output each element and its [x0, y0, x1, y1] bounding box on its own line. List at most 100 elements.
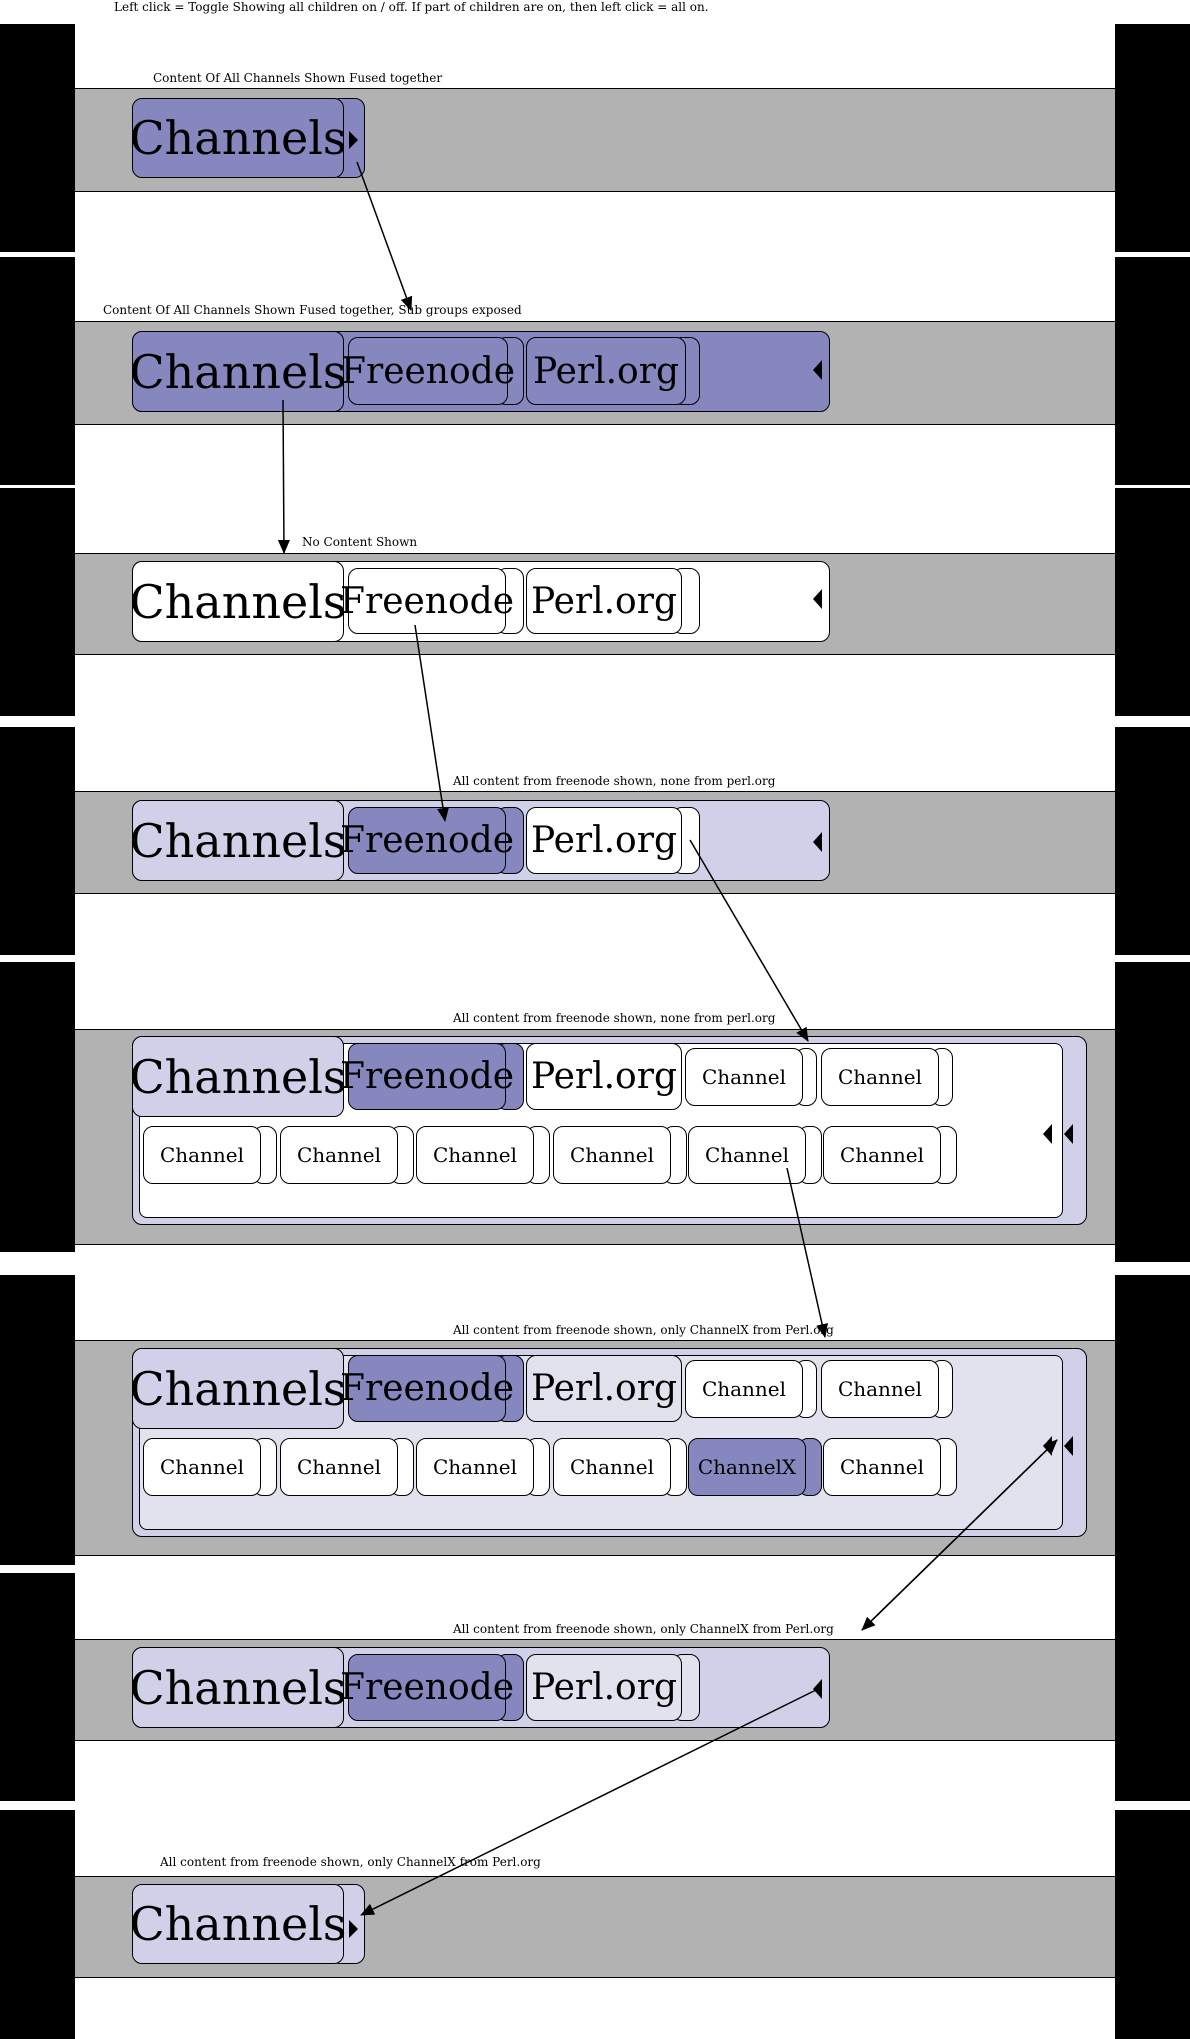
freenode-label: Freenode [340, 820, 515, 861]
side-bar-right-2 [1115, 257, 1190, 485]
root-label: Channels [129, 1361, 347, 1416]
side-bar-left-1 [0, 24, 75, 252]
side-bar-left-2 [0, 257, 75, 485]
root-label: Channels [129, 1660, 347, 1715]
state2-collapse-icon[interactable] [813, 360, 822, 380]
state7-collapse-icon[interactable] [813, 1679, 822, 1699]
channel-label: Channel [837, 1377, 923, 1401]
perl-label: Perl.org [530, 1667, 677, 1708]
state4-collapse-icon[interactable] [813, 832, 822, 852]
state5-root-node[interactable]: Channels [129, 1036, 347, 1117]
perl-label: Perl.org [530, 1368, 677, 1409]
state6-channel-5[interactable]: Channel [416, 1438, 534, 1496]
state3-freenode-node[interactable]: Freenode [340, 568, 514, 634]
state6-freenode-node[interactable]: Freenode [340, 1355, 514, 1422]
side-bar-right-3 [1115, 488, 1190, 716]
state6-root-node[interactable]: Channels [129, 1348, 347, 1429]
channel-label: Channel [704, 1143, 790, 1167]
perl-label: Perl.org [532, 350, 679, 392]
state8-caption: All content from freenode shown, only Ch… [160, 1855, 541, 1869]
root-label: Channels [129, 344, 347, 399]
state5-channel-2[interactable]: Channel [821, 1048, 939, 1106]
state2-root-node[interactable]: Channels [129, 331, 347, 412]
channel-label: Channel [159, 1143, 245, 1167]
state3-collapse-icon[interactable] [813, 589, 822, 609]
side-bar-left-6 [0, 1275, 75, 1565]
channel-label: Channel [569, 1455, 655, 1479]
state2-caption: Content Of All Channels Shown Fused toge… [103, 303, 522, 317]
instructions-text: Left click = Toggle Showing all children… [114, 0, 709, 14]
state3-caption: No Content Shown [302, 535, 418, 549]
side-bar-left-8 [0, 1810, 75, 2039]
state5-perl-node[interactable]: Perl.org [526, 1043, 682, 1110]
state5-channel-3[interactable]: Channel [143, 1126, 261, 1184]
channel-label: Channel [701, 1065, 787, 1089]
state7-freenode-node[interactable]: Freenode [340, 1654, 514, 1721]
state5-freenode-node[interactable]: Freenode [340, 1043, 514, 1110]
state6-perl-collapse-icon[interactable] [1043, 1436, 1052, 1456]
side-bar-left-3 [0, 488, 75, 716]
channel-label: Channel [432, 1455, 518, 1479]
state5-channel-6[interactable]: Channel [553, 1126, 671, 1184]
side-bar-right-1 [1115, 24, 1190, 252]
freenode-label: Freenode [340, 1056, 515, 1097]
state8-root-node[interactable]: Channels [129, 1884, 347, 1964]
state5-channel-4[interactable]: Channel [280, 1126, 398, 1184]
channel-label: Channel [837, 1065, 923, 1089]
state8-expand-icon[interactable] [349, 1920, 358, 1938]
state6-channel-8[interactable]: Channel [823, 1438, 941, 1496]
state6-channel-2[interactable]: Channel [821, 1360, 939, 1418]
state6-channel-4[interactable]: Channel [280, 1438, 398, 1496]
state1-root-node[interactable]: Channels [129, 98, 347, 178]
side-bar-right-4 [1115, 727, 1190, 955]
state5-channel-7[interactable]: Channel [688, 1126, 806, 1184]
root-label: Channels [129, 1049, 347, 1104]
state6-caption: All content from freenode shown, only Ch… [453, 1323, 834, 1337]
perl-label: Perl.org [530, 820, 677, 861]
state2-perl-node[interactable]: Perl.org [526, 337, 686, 405]
state7-root-node[interactable]: Channels [129, 1647, 347, 1728]
state5-channel-1[interactable]: Channel [685, 1048, 803, 1106]
state6-channel-3[interactable]: Channel [143, 1438, 261, 1496]
state3-perl-node[interactable]: Perl.org [526, 568, 682, 634]
state5-perl-collapse-icon[interactable] [1043, 1124, 1052, 1144]
freenode-label: Freenode [340, 580, 515, 622]
channel-label: Channel [569, 1143, 655, 1167]
state6-channel-1[interactable]: Channel [685, 1360, 803, 1418]
state2-freenode-node[interactable]: Freenode [341, 337, 515, 405]
state5-channel-5[interactable]: Channel [416, 1126, 534, 1184]
channel-label: Channel [432, 1143, 518, 1167]
state6-perl-node[interactable]: Perl.org [526, 1355, 682, 1422]
state6-channelx[interactable]: ChannelX [688, 1438, 806, 1496]
state7-perl-node[interactable]: Perl.org [526, 1654, 682, 1721]
state3-root-node[interactable]: Channels [129, 561, 347, 642]
state4-root-node[interactable]: Channels [129, 800, 347, 881]
channel-label: Channel [701, 1377, 787, 1401]
root-label: Channels [129, 574, 347, 629]
state1-caption: Content Of All Channels Shown Fused toge… [153, 71, 443, 85]
side-bar-left-7 [0, 1573, 75, 1801]
state4-freenode-node[interactable]: Freenode [340, 807, 514, 874]
state1-expand-icon[interactable] [349, 131, 358, 149]
root-label: Channels [129, 111, 347, 165]
perl-label: Perl.org [530, 580, 677, 622]
channel-label: Channel [159, 1455, 245, 1479]
perl-label: Perl.org [530, 1056, 677, 1097]
state6-root-collapse-icon[interactable] [1064, 1436, 1073, 1456]
state6-channel-6[interactable]: Channel [553, 1438, 671, 1496]
state4-perl-node[interactable]: Perl.org [526, 807, 682, 874]
channel-label: Channel [296, 1455, 382, 1479]
channel-label: Channel [296, 1143, 382, 1167]
state5-channel-8[interactable]: Channel [823, 1126, 941, 1184]
channelx-label: ChannelX [697, 1455, 797, 1479]
root-label: Channels [129, 1897, 347, 1951]
side-bar-right-7 [1115, 1573, 1190, 1801]
side-bar-right-8 [1115, 1810, 1190, 2039]
state5-root-collapse-icon[interactable] [1064, 1124, 1073, 1144]
freenode-label: Freenode [341, 350, 516, 392]
freenode-label: Freenode [340, 1667, 515, 1708]
freenode-label: Freenode [340, 1368, 515, 1409]
channel-label: Channel [839, 1455, 925, 1479]
state5-caption: All content from freenode shown, none fr… [453, 1011, 776, 1025]
side-bar-right-6 [1115, 1275, 1190, 1575]
